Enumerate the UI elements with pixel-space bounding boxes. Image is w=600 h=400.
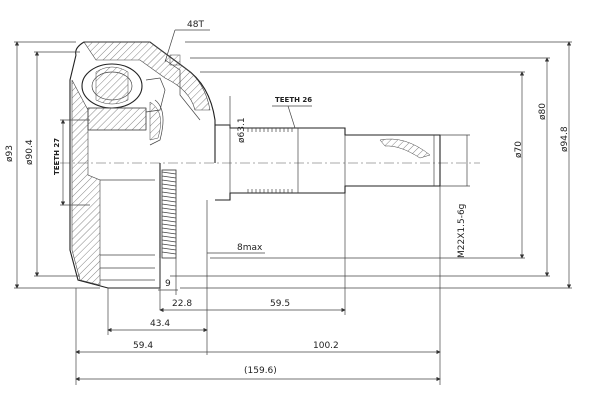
- label-d63-1: ø63.1: [237, 117, 247, 143]
- label-8max: 8max: [237, 243, 263, 253]
- label-100-2: 100.2: [313, 341, 339, 351]
- label-teeth-26: TEETH 26: [275, 96, 312, 104]
- label-d70: ø70: [514, 141, 524, 158]
- label-thread: M22X1.5-6g: [457, 204, 467, 258]
- dim-8max: 8max: [206, 200, 265, 258]
- outer-housing: [69, 41, 216, 289]
- abs-ring: [161, 169, 177, 259]
- left-diameter-dims: ø93 ø90.4 TEETH 27: [5, 41, 100, 289]
- label-43-4: 43.4: [150, 319, 170, 329]
- label-d80: ø80: [538, 103, 548, 120]
- hub-diameter-dim: ø63.1: [229, 96, 247, 143]
- label-teeth-27: TEETH 27: [53, 138, 61, 175]
- right-diameter-dims: ø70 ø80 ø94.8: [170, 41, 572, 289]
- thread-dim: M22X1.5-6g: [440, 134, 470, 258]
- stub-shaft: [215, 124, 441, 201]
- label-59-4: 59.4: [133, 341, 153, 351]
- length-dims: 9 22.8 59.5 43.4 59.4 100.2 (159.6): [75, 186, 441, 385]
- label-48t: 48T: [187, 20, 204, 30]
- label-9: 9: [165, 279, 171, 289]
- label-159-6: (159.6): [244, 366, 277, 376]
- label-d93: ø93: [5, 145, 15, 162]
- inner-cage: [81, 59, 201, 146]
- label-d90-4: ø90.4: [25, 139, 35, 165]
- label-22-8: 22.8: [172, 299, 192, 309]
- label-d94-8: ø94.8: [560, 126, 570, 152]
- label-59-5: 59.5: [270, 299, 290, 309]
- boot-band-callout: 48T: [164, 20, 210, 66]
- teeth-26-callout: TEETH 26: [272, 96, 312, 129]
